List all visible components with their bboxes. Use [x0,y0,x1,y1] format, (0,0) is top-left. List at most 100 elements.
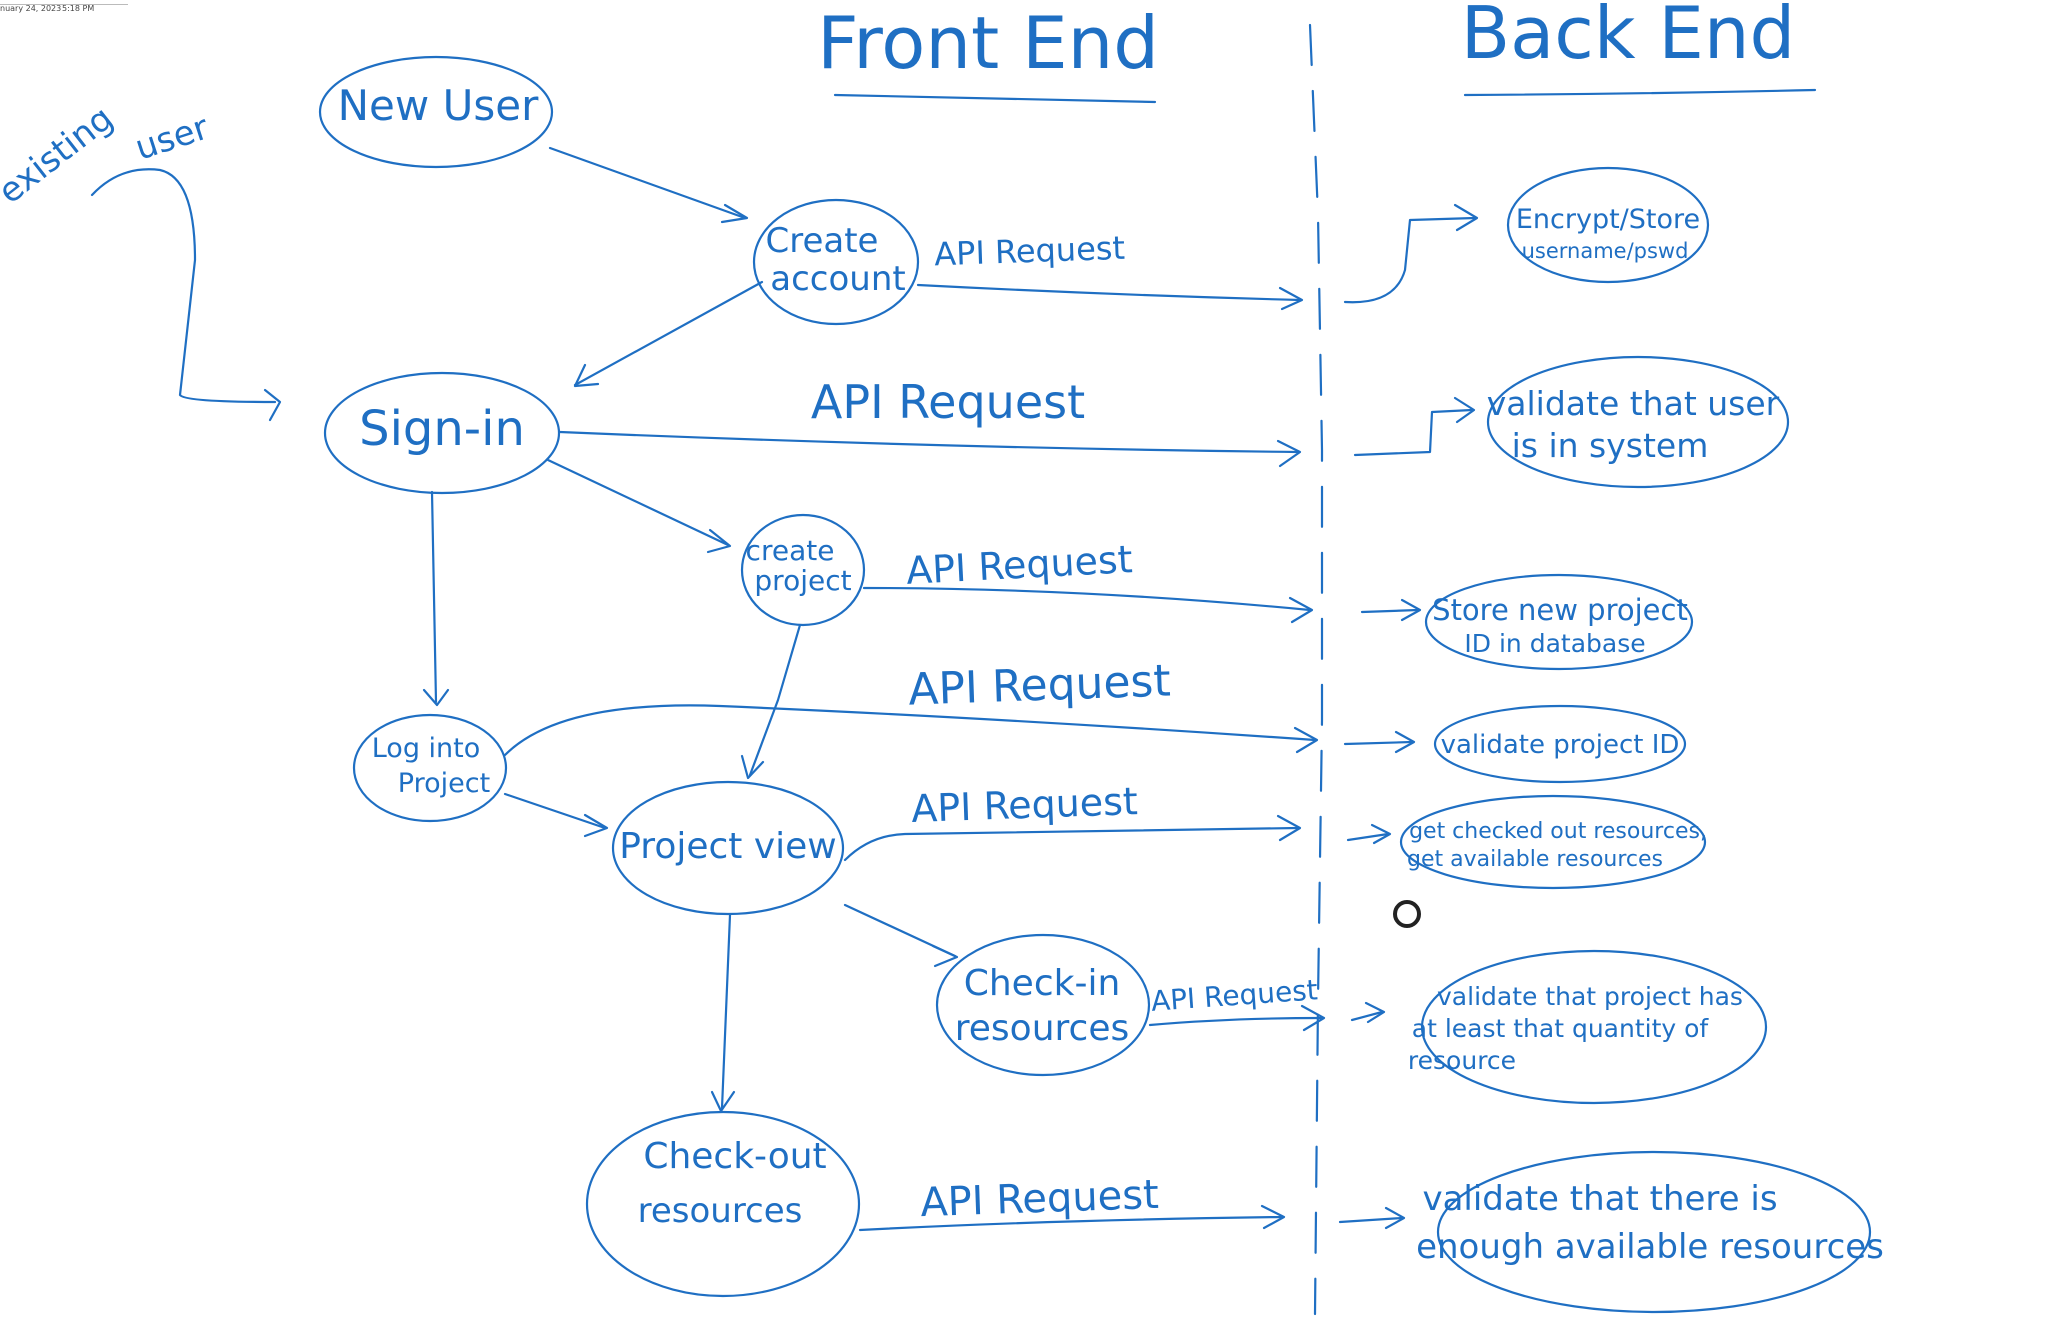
api-request-arrow-5 [843,826,1300,862]
node-log-into-project: Log into Project [352,713,508,823]
backend-node-validate-user: validate that user is in system [1486,355,1790,489]
header-time: 5:18 PM [62,4,95,13]
node-check-in-shape [935,933,1151,1077]
existing-user-label: existing user [0,98,213,212]
arrow-new-user-to-create-account [548,146,747,220]
node-check-in: Check-in resources [935,933,1151,1077]
front-end-header: Front End [817,1,1159,104]
connector-validate-project [1343,740,1414,746]
backend-node-get-resources-line1: get checked out resources, [1409,819,1707,844]
node-new-user: New User [318,55,554,169]
api-request-arrow-6 [1148,1016,1324,1027]
arrowhead-sign-in [573,363,600,388]
backend-node-validate-enough-line1: validate that there is [1422,1179,1777,1219]
node-sign-in-label: Sign-in [359,401,525,457]
back-end-header: Back End [1461,0,1817,97]
arrowhead-project-view-from-log [583,813,609,838]
arrowhead-check-out [710,1090,736,1113]
node-check-out-shape [585,1110,861,1298]
arrowhead-check-in [931,944,959,968]
arrowhead-project-view-from-create [740,754,765,780]
node-log-into-project-shape [352,713,508,823]
backend-node-encrypt-store: Encrypt/Store username/pswd [1506,166,1710,284]
node-sign-in: Sign-in [323,371,561,495]
backend-node-store-project-line2: ID in database [1464,629,1645,658]
backend-node-validate-enough-shape [1436,1150,1872,1314]
api-request-arrow-4 [503,704,1317,757]
connector-encrypt [1343,216,1477,304]
arrowhead-create-account [720,203,749,224]
node-create-account-line1: Create [766,221,879,261]
backend-node-encrypt-store-line2: username/pswd [1522,239,1689,263]
node-create-project-shape [740,513,866,627]
api-request-arrow-7 [858,1215,1284,1232]
node-create-account-line2: account [770,259,905,299]
back-end-underline [1463,88,1817,97]
backend-node-store-project: Store new project ID in database [1424,573,1694,671]
node-check-out-line2: resources [638,1191,803,1231]
api-request-arrow-1 [916,283,1302,302]
arrow-sign-in-to-log-into-project [430,490,438,704]
connector-store-project-head [1400,598,1422,622]
api-request-label-5: API Request [911,779,1139,831]
api-request-arrowhead-6 [1300,1004,1326,1032]
node-sign-in-shape [323,371,561,495]
user-label: user [130,108,213,169]
connector-validate-user-head [1453,396,1476,424]
arrow-log-into-project-to-project-view [503,792,607,830]
api-request-check-in: API Request [1148,973,1326,1032]
connector-validate-quantity-head [1364,1001,1386,1024]
backend-node-validate-user-line1: validate that user [1487,384,1780,423]
backend-node-validate-project-line1: validate project ID [1441,730,1680,760]
api-request-arrowhead-3 [1288,596,1314,624]
timestamp-header: nuary 24, 2023 5:18 PM [0,0,140,16]
existing-label: existing [0,98,121,212]
arrowhead-create-project [706,528,732,554]
api-request-label-6: API Request [1150,973,1319,1018]
backend-node-get-resources-shape [1399,794,1707,890]
connector-get-resources [1346,832,1390,842]
backend-node-get-resources: get checked out resources, get available… [1399,794,1707,890]
connector-validate-user [1353,408,1474,457]
front-end-title: Front End [817,1,1159,85]
node-create-project-line1: create [746,534,835,567]
arrow-create-project-to-project-view [748,623,802,777]
backend-node-validate-user-shape [1486,355,1790,489]
node-new-user-label: New User [338,81,539,130]
api-request-project-view: API Request [843,779,1302,862]
node-project-view-label: Project view [619,826,837,867]
api-request-arrowhead-1 [1278,286,1304,311]
backend-node-validate-project: validate project ID [1433,704,1687,784]
connector-store-project [1360,608,1420,614]
api-request-log-into-project: API Request [503,655,1319,757]
backend-node-validate-quantity-line3: resource [1408,1046,1516,1075]
backend-node-validate-quantity: validate that project has at least that … [1408,949,1768,1105]
header-rule [0,4,128,5]
connector-validate-quantity [1350,1010,1384,1022]
backend-node-validate-enough-line2: enough available resources [1416,1227,1884,1267]
node-check-in-line1: Check-in [964,963,1121,1004]
arrow-project-view-to-check-out [720,913,732,1110]
connector-validate-enough-head [1384,1206,1406,1230]
back-end-title: Back End [1461,0,1796,75]
backend-node-validate-quantity-shape [1420,949,1768,1105]
backend-node-validate-quantity-line1: validate that project has [1437,982,1743,1011]
connector-get-resources-head [1370,823,1392,845]
api-request-label-7: API Request [920,1172,1160,1226]
node-new-user-shape [318,55,554,169]
existing-user-arrow [90,168,277,404]
backend-node-validate-quantity-line2: at least that quantity of [1412,1014,1710,1043]
pen-cursor-icon [1393,900,1421,928]
frontend-backend-divider [1308,23,1324,1316]
backend-node-validate-user-line2: is in system [1512,426,1709,465]
api-request-create-project: API Request [862,537,1314,624]
backend-node-get-resources-line2: get available resources [1407,847,1663,872]
connector-validate-project-head [1394,730,1416,754]
node-project-view: Project view [611,780,845,916]
arrowhead-log-into-project [422,688,450,707]
node-create-project-line2: project [754,564,851,597]
api-request-arrow-2 [558,430,1300,454]
arrow-sign-in-to-create-project [546,458,730,547]
api-request-sign-in: API Request [558,375,1302,468]
